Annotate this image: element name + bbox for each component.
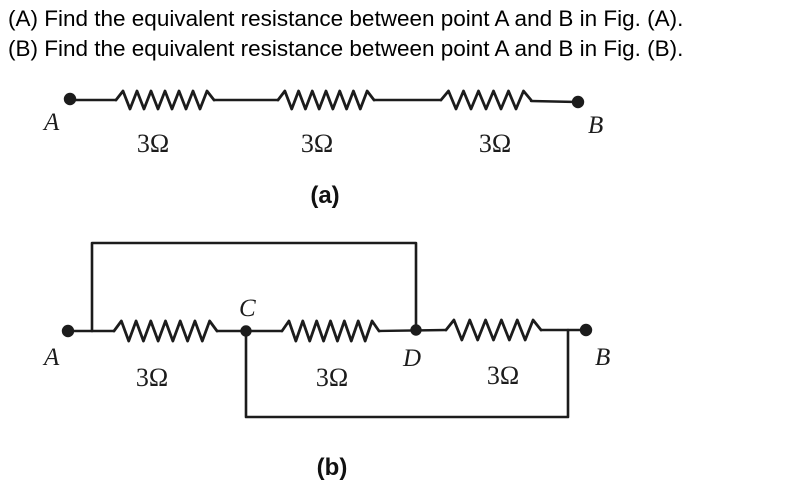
fig-a-label-b: B	[588, 112, 603, 139]
fig-b-resistor-1-zigzag	[112, 319, 219, 343]
fig-b-node-d-dot	[410, 324, 422, 336]
fig-b-resistor-3-zigzag	[444, 318, 543, 342]
fig-a-wire-r3-to-b	[529, 99, 579, 104]
fig-b-label-b: B	[595, 344, 610, 371]
fig-b-terminal-a-dot	[61, 324, 75, 338]
fig-a-terminal-b-dot	[571, 95, 585, 109]
fig-b-label-c: C	[239, 295, 256, 322]
fig-a-resistor-2-zigzag	[276, 89, 376, 111]
figure-a-circuit	[63, 89, 585, 111]
fig-a-resistor-3-zigzag	[439, 89, 533, 111]
fig-b-caption: (b)	[317, 454, 348, 481]
fig-b-resistor-1-value: 3Ω	[136, 363, 168, 392]
fig-a-label-a: A	[42, 109, 60, 136]
fig-a-resistor-2-value: 3Ω	[301, 129, 333, 158]
fig-b-label-a: A	[42, 344, 60, 371]
fig-b-node-c-dot	[240, 325, 252, 337]
fig-a-terminal-a-dot	[63, 92, 77, 106]
figure-b-circuit	[61, 241, 593, 419]
problem-line-b: (B) Find the equivalent resistance betwe…	[8, 36, 684, 61]
fig-b-resistor-2-value: 3Ω	[316, 363, 348, 392]
fig-b-resistor-2-zigzag	[280, 319, 381, 343]
fig-a-caption: (a)	[310, 182, 339, 209]
problem-line-a: (A) Find the equivalent resistance betwe…	[8, 6, 684, 31]
fig-a-resistor-3-value: 3Ω	[479, 129, 511, 158]
fig-a-resistor-1-value: 3Ω	[137, 129, 169, 158]
fig-b-terminal-b-dot	[579, 323, 593, 337]
fig-b-label-d: D	[402, 345, 421, 372]
fig-b-resistor-3-value: 3Ω	[487, 361, 519, 390]
fig-a-resistor-1-zigzag	[114, 89, 216, 111]
fig-b-top-bypass-wire	[90, 241, 418, 333]
problem-statement: (A) Find the equivalent resistance betwe…	[8, 4, 792, 64]
fig-b-bottom-bypass-wire	[244, 328, 570, 419]
